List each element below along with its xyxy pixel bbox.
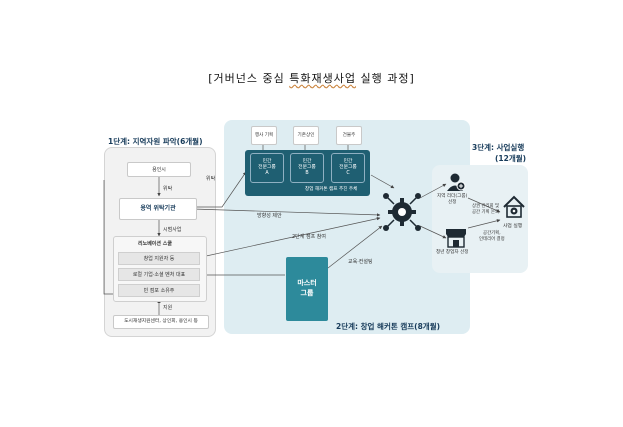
stage3-label-line1: 3단계: 사업실행: [472, 143, 525, 152]
stage1-label: 1단계: 지역자원 파악(6개월): [108, 137, 203, 146]
leader-label: 지역 리더(그룹) 선정: [437, 194, 468, 205]
teams-caption: 창업 해커톤 캠프 추진 주체: [305, 187, 358, 192]
page-title: [거버넌스 중심 특화재생사업 실행 과정]: [0, 70, 623, 86]
renovation-item-2: 빈 점포 소유주: [118, 284, 200, 297]
role-box-2: 건물주: [336, 126, 362, 145]
leader-icon: [447, 173, 466, 191]
city-box: 용인시: [127, 162, 191, 177]
title-bracket-close: ]: [409, 72, 415, 85]
pilot-label: 시범사업: [163, 227, 182, 233]
master-group-box: 마스터 그룹: [286, 257, 328, 321]
renovation-school-title: 리노베이션 스쿨: [138, 241, 172, 247]
support-box: 도시재생지원센터, 상인회, 용인시 등: [113, 315, 209, 329]
space-planning-label: 공간기획, 인테리어 결정: [479, 231, 505, 242]
consign-label-2: 위탁: [206, 176, 216, 182]
execution-label: 사업 실행: [503, 224, 523, 229]
title-bracket-open: [: [208, 72, 214, 85]
renovation-item-1: 로컬 기업·소셜 벤처 대표: [118, 268, 200, 281]
founder-label: 청년 창업자 선정: [436, 250, 469, 255]
shop-icon: [446, 229, 466, 248]
team-c: 민간 전문그룹 C: [331, 153, 365, 183]
stage3-label-line2: (12개월): [495, 154, 527, 163]
education-label: 교육·컨설팅: [348, 259, 373, 265]
title-underlined: 특화재생사업: [289, 72, 356, 85]
team-b: 민간 전문그룹 B: [290, 153, 324, 183]
discussion-label: 상권 관리회 및 공간 기획 논의: [472, 204, 500, 215]
renovation-item-0: 창업 지원자 등: [118, 252, 200, 265]
team-a: 민간 전문그룹 A: [250, 153, 284, 183]
camp-participation-label: 2단계 캠프 참여: [292, 234, 326, 240]
support-label: 지원: [163, 305, 173, 311]
role-box-1: 기존상인: [293, 126, 319, 145]
teams-container: [245, 150, 370, 196]
collaboration-hub-icon: [383, 193, 421, 231]
house-gear-icon: [503, 195, 525, 218]
agency-box: 용역 위탁기관: [119, 198, 197, 220]
stage2-label: 2단계: 창업 해커톤 캠프(8개월): [336, 322, 441, 331]
stage3-panel: [432, 165, 528, 273]
role-box-0: 행사 기획: [251, 126, 277, 145]
title-part-1: 거버넌스 중심: [213, 72, 285, 85]
direction-label: 방향성 제안: [257, 213, 282, 219]
consign-label-1: 위탁: [163, 186, 173, 192]
title-part-2: 실행 과정: [360, 72, 410, 85]
